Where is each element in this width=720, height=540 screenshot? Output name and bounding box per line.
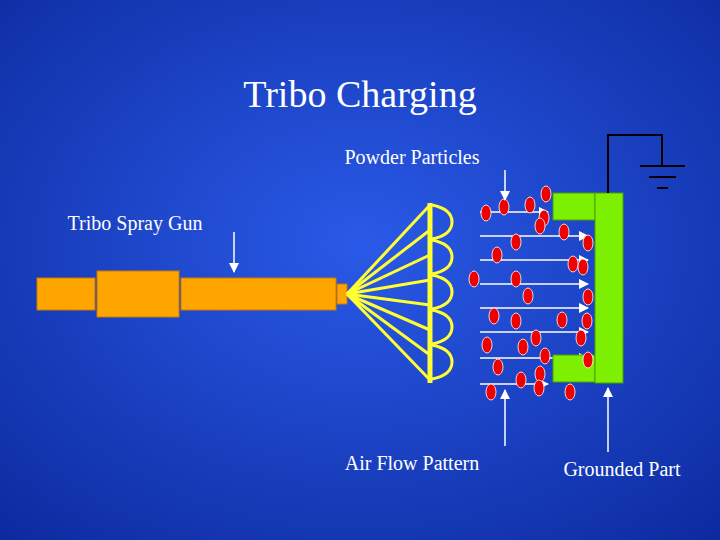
powder-particle bbox=[516, 372, 526, 388]
powder-particle bbox=[534, 380, 544, 396]
powder-particle bbox=[565, 384, 575, 400]
ground-symbol bbox=[608, 135, 685, 193]
powder-particle bbox=[583, 289, 593, 305]
air-arrow bbox=[480, 235, 588, 237]
fan-line bbox=[347, 294, 430, 355]
fan-line bbox=[347, 280, 430, 294]
powder-particle bbox=[486, 384, 496, 400]
spray-fan bbox=[347, 203, 452, 383]
powder-particle bbox=[531, 330, 541, 346]
powder-particle bbox=[582, 313, 592, 329]
gun-label: Tribo Spray Gun bbox=[68, 212, 203, 235]
powder-particle bbox=[541, 186, 551, 202]
powder-particle bbox=[489, 308, 499, 324]
powder-particle bbox=[492, 247, 502, 263]
powder-particle bbox=[525, 197, 535, 213]
powder-particle bbox=[576, 330, 586, 346]
powder-particle bbox=[499, 199, 509, 215]
fan-line bbox=[347, 255, 430, 294]
powder-particle bbox=[469, 271, 479, 287]
powder-particle bbox=[511, 313, 521, 329]
air-arc bbox=[432, 310, 452, 344]
powder-particle bbox=[559, 224, 569, 240]
powder-particle bbox=[578, 259, 588, 275]
fan-line bbox=[347, 205, 430, 294]
powder-particle bbox=[535, 218, 545, 234]
diagram-title: Tribo Charging bbox=[243, 73, 476, 117]
powder-particle bbox=[511, 271, 521, 287]
powder-particle bbox=[568, 256, 578, 272]
part-label: Grounded Part bbox=[563, 458, 680, 481]
powder-particle bbox=[535, 366, 545, 382]
powder-particle bbox=[557, 312, 567, 328]
air-arc bbox=[432, 345, 452, 379]
air-arc bbox=[432, 275, 452, 309]
air-arrow bbox=[480, 283, 588, 285]
powder-particle bbox=[493, 359, 503, 375]
grounded-part bbox=[553, 193, 623, 383]
air-arc bbox=[432, 240, 452, 274]
particles-label: Powder Particles bbox=[345, 146, 480, 169]
fan-line bbox=[347, 294, 430, 380]
powder-particle bbox=[482, 337, 492, 353]
air-arc bbox=[432, 205, 452, 239]
spray-gun bbox=[37, 271, 347, 317]
powder-particles bbox=[469, 186, 593, 400]
powder-particle bbox=[583, 352, 593, 368]
powder-particle bbox=[511, 234, 521, 250]
powder-particle bbox=[518, 339, 528, 355]
powder-particle bbox=[583, 235, 593, 251]
spray-front bbox=[428, 203, 433, 383]
fan-line bbox=[347, 230, 430, 294]
powder-particle bbox=[523, 288, 533, 304]
powder-particle bbox=[481, 205, 491, 221]
air-flow-label: Air Flow Pattern bbox=[345, 452, 479, 475]
leader-lines bbox=[234, 170, 608, 452]
powder-particle bbox=[540, 348, 550, 364]
